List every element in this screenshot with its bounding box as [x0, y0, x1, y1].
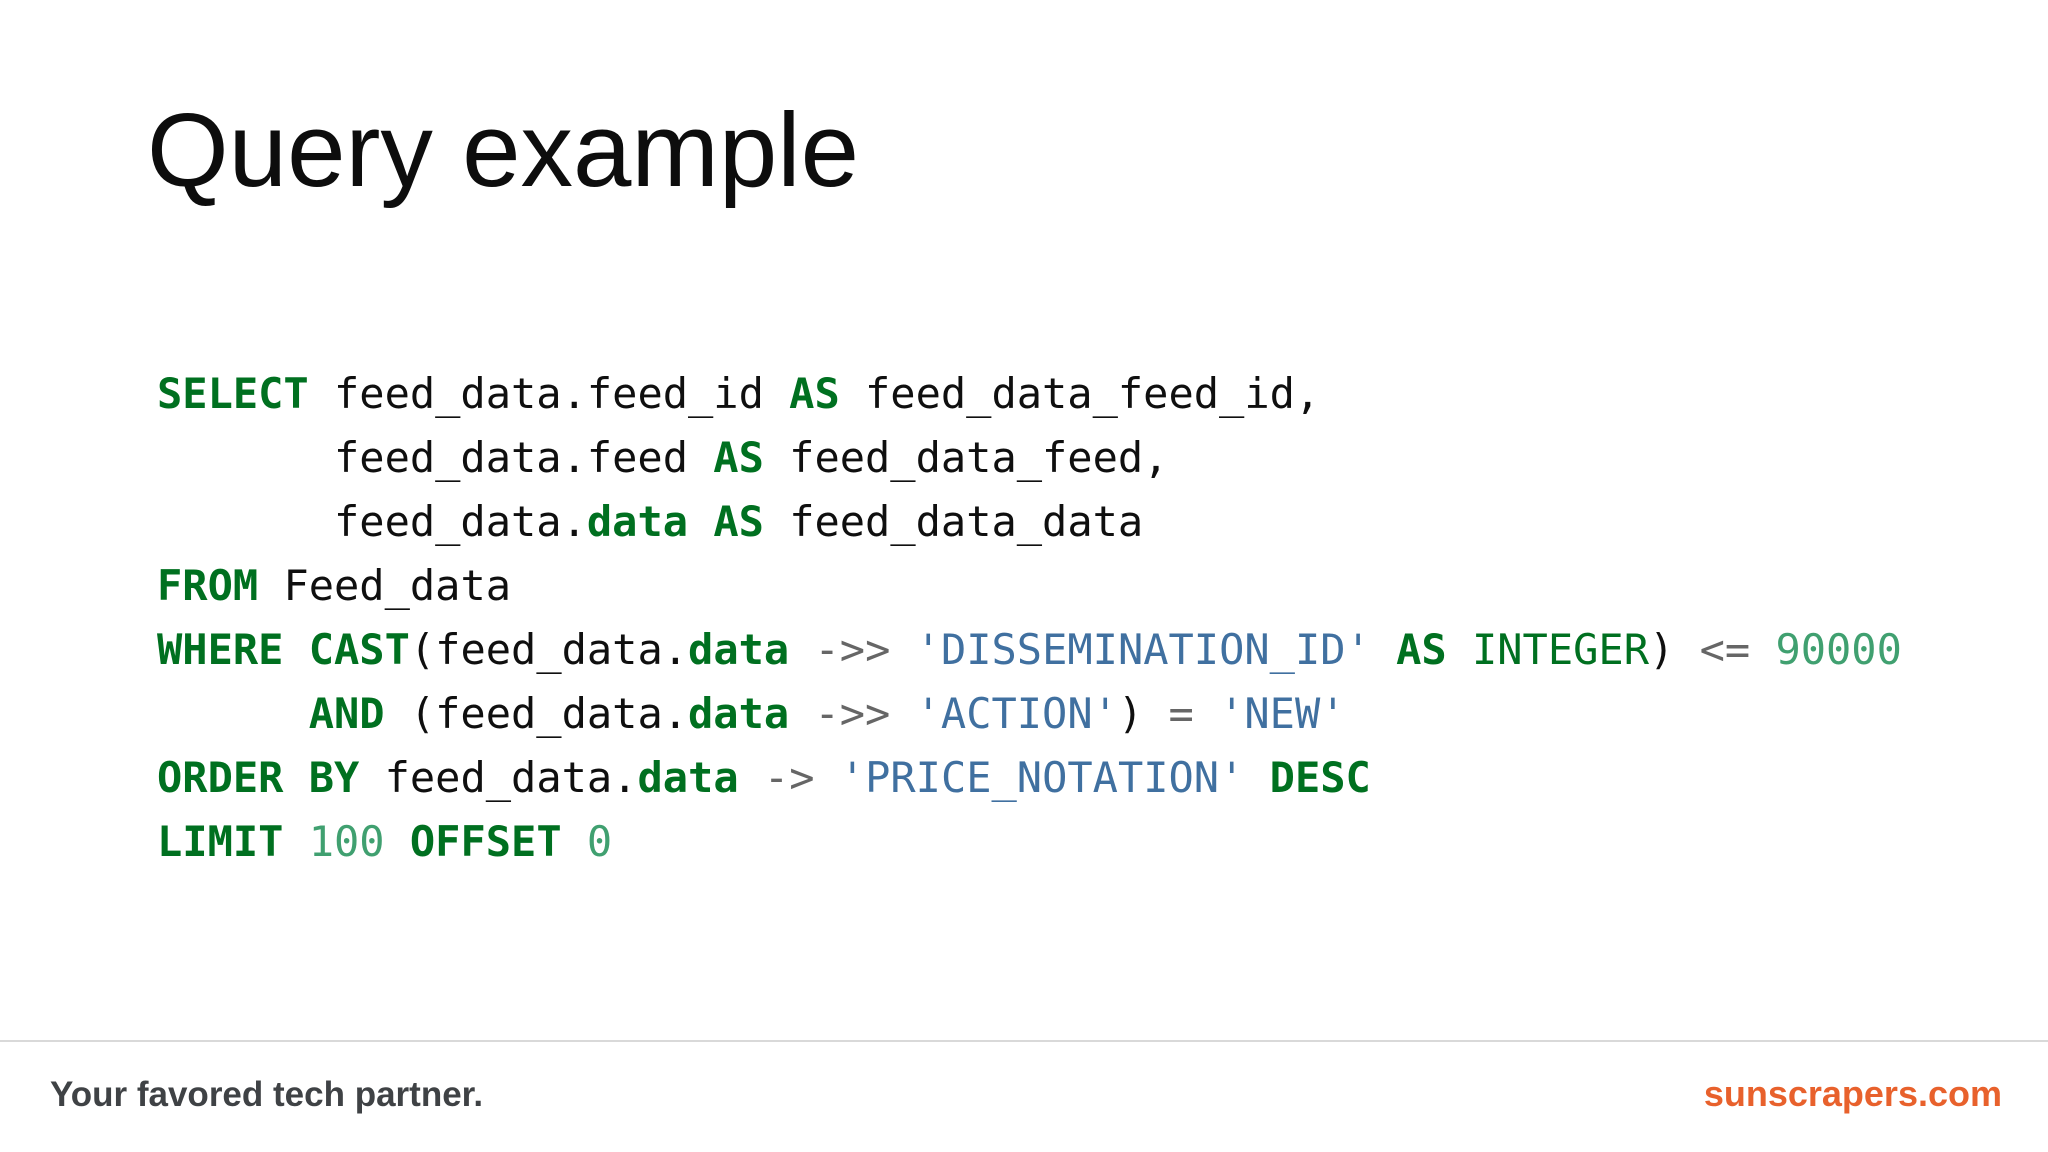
code-token [283, 753, 308, 802]
code-token-kw: LIMIT [157, 817, 284, 866]
code-line: feed_data.data AS feed_data_data [157, 490, 1902, 554]
code-line: feed_data.feed AS feed_data_feed, [157, 426, 1902, 490]
code-token [157, 689, 309, 738]
code-token [385, 817, 410, 866]
code-token [1371, 625, 1396, 674]
code-token [1447, 625, 1472, 674]
code-token: (feed_data. [384, 689, 689, 738]
code-token [1194, 689, 1219, 738]
code-token: feed_data.feed_id [308, 369, 790, 418]
code-token-kw: CAST [308, 625, 410, 674]
code-token [688, 497, 713, 546]
code-token-kw: AS [1396, 625, 1447, 674]
code-token-kw: AS [713, 433, 764, 482]
code-token-n: 100 [308, 817, 385, 866]
code-token-kw: SELECT [157, 369, 309, 418]
footer-website-link[interactable]: sunscrapers.com [1703, 1073, 2002, 1114]
code-token-o: = [1168, 689, 1194, 738]
code-token-o: ->> [814, 689, 891, 738]
code-token: feed_data. [359, 753, 638, 802]
code-token-kw: data [637, 753, 739, 802]
code-token-nb: INTEGER [1471, 625, 1649, 674]
code-token-s: 'DISSEMINATION_ID' [915, 625, 1371, 674]
code-line: SELECT feed_data.feed_id AS feed_data_fe… [157, 362, 1902, 426]
code-token: ) [1117, 689, 1169, 738]
code-token-kw: OFFSET [409, 817, 562, 866]
code-line: AND (feed_data.data ->> 'ACTION') = 'NEW… [157, 682, 1902, 746]
code-token: feed_data_data [763, 497, 1144, 546]
code-token [890, 625, 915, 674]
footer-tagline: Your favored tech partner. [50, 1075, 484, 1114]
code-token: (feed_data. [409, 625, 689, 674]
code-token-kw: data [688, 625, 790, 674]
code-line: LIMIT 100 OFFSET 0 [157, 810, 1902, 874]
sql-code: SELECT feed_data.feed_id AS feed_data_fe… [157, 362, 1902, 874]
code-token-s: 'ACTION' [915, 689, 1118, 738]
code-token [789, 689, 814, 738]
code-token-n: 0 [586, 817, 613, 866]
code-token-kw: AS [789, 369, 840, 418]
code-token-s: 'NEW' [1219, 689, 1346, 738]
code-token: feed_data_feed_id, [839, 369, 1321, 418]
code-token-kw: DESC [1269, 753, 1371, 802]
code-token-kw: WHERE [157, 625, 284, 674]
code-token-kw: data [688, 689, 790, 738]
code-line: WHERE CAST(feed_data.data ->> 'DISSEMINA… [157, 618, 1902, 682]
code-token [562, 817, 587, 866]
code-token-kw: FROM [157, 561, 259, 610]
code-token-o: ->> [814, 625, 891, 674]
code-token [1750, 625, 1775, 674]
code-token [815, 753, 840, 802]
code-token-o: <= [1699, 625, 1751, 674]
code-token: ) [1649, 625, 1700, 674]
code-line: FROM Feed_data [157, 554, 1902, 618]
code-token [890, 689, 915, 738]
code-token-kw: data [586, 497, 689, 546]
footer-divider [0, 1040, 2048, 1042]
code-token [739, 753, 764, 802]
code-token-kw: AS [713, 497, 764, 546]
code-token-n: 90000 [1775, 625, 1902, 674]
code-token-s: 'PRICE_NOTATION' [839, 753, 1245, 802]
code-token: feed_data. [157, 497, 587, 546]
code-token [283, 625, 308, 674]
code-token [789, 625, 814, 674]
page-title: Query example [147, 92, 859, 209]
code-token: Feed_data [258, 561, 512, 610]
code-line: ORDER BY feed_data.data -> 'PRICE_NOTATI… [157, 746, 1902, 810]
code-token: feed_data_feed, [763, 433, 1169, 482]
code-token-kw: AND [308, 689, 385, 738]
code-token [1244, 753, 1269, 802]
code-token-o: -> [763, 753, 815, 802]
code-token: feed_data.feed [157, 433, 714, 482]
code-token-kw: BY [308, 753, 360, 802]
code-token-kw: ORDER [157, 753, 284, 802]
code-token [283, 817, 308, 866]
